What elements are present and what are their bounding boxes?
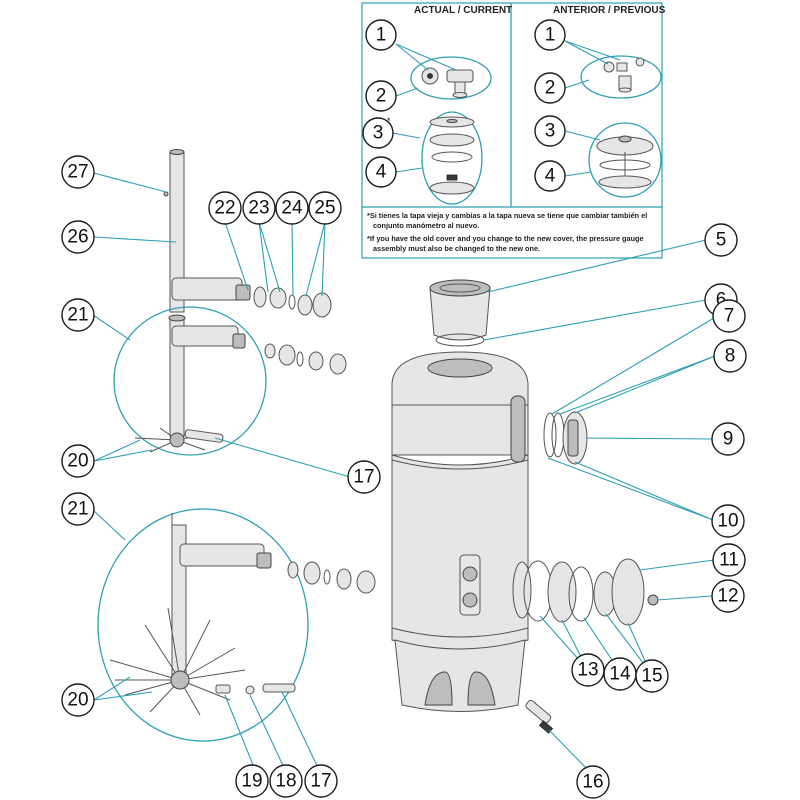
inset-comparison-box: ACTUAL / CURRENT ANTERIOR / PREVIOUS [361, 2, 666, 259]
callout-24: 24 [275, 191, 309, 225]
callout-19: 19 [235, 764, 269, 798]
note-en-line2: assembly must also be changed to the new… [373, 244, 540, 253]
inset-callout-current-2: 2 [365, 80, 397, 112]
callout-7: 7 [712, 299, 746, 333]
svg-text:20: 20 [67, 690, 88, 711]
callout-12: 12 [711, 579, 745, 613]
header-previous: ANTERIOR / PREVIOUS [553, 5, 666, 16]
lower-union-set [287, 561, 376, 594]
svg-text:1: 1 [545, 25, 556, 46]
svg-text:17: 17 [310, 771, 331, 792]
upper-collector [163, 149, 332, 318]
svg-text:22: 22 [214, 198, 235, 219]
callout-20-upper: 20 [61, 444, 95, 478]
svg-text:10: 10 [717, 511, 738, 532]
inset-callout-previous-2: 2 [534, 72, 566, 104]
callout-18: 18 [269, 764, 303, 798]
callout-20-lower: 20 [61, 683, 95, 717]
svg-text:6: 6 [716, 290, 727, 311]
callout-5: 5 [704, 223, 738, 257]
inset-callout-current-4: 4 [365, 156, 397, 188]
svg-text:11: 11 [719, 550, 739, 571]
lateral-assembly-large [97, 508, 309, 742]
svg-text:25: 25 [314, 198, 335, 219]
note-es-line1: *Si tienes la tapa vieja y cambias a la … [367, 211, 647, 220]
lateral-arm-17-upper [184, 429, 224, 443]
callout-10: 10 [711, 504, 745, 538]
callout-23: 23 [242, 191, 276, 225]
svg-text:12: 12 [717, 586, 738, 607]
inset-callout-previous-3: 3 [534, 115, 566, 147]
inset-callout-current-1: 1 [365, 19, 397, 51]
callout-17-upper: 17 [347, 460, 381, 494]
callout-14: 14 [603, 657, 637, 691]
current-cover-assembly [421, 111, 483, 205]
svg-text:*: * [387, 116, 391, 126]
svg-text:2: 2 [545, 78, 556, 99]
callout-15: 15 [635, 659, 669, 693]
drain-plug [525, 699, 554, 734]
callout-17-lower: 17 [304, 764, 338, 798]
svg-text:8: 8 [725, 346, 736, 367]
svg-text:26: 26 [67, 227, 88, 248]
svg-text:23: 23 [248, 198, 269, 219]
callout-25: 25 [308, 191, 342, 225]
inset-frame [361, 2, 663, 259]
note-en-line1: *If you have the old cover and you chang… [367, 234, 644, 243]
svg-text:3: 3 [545, 121, 556, 142]
svg-text:15: 15 [641, 666, 662, 687]
svg-text:13: 13 [577, 660, 598, 681]
svg-text:4: 4 [545, 166, 556, 187]
svg-text:17: 17 [353, 467, 374, 488]
previous-cover-assembly [588, 122, 662, 198]
callout-9: 9 [711, 422, 745, 456]
inset-callout-previous-1: 1 [534, 19, 566, 51]
svg-text:4: 4 [376, 162, 387, 183]
leader-lines [89, 171, 716, 773]
bottom-window-stack [523, 558, 659, 626]
svg-text:5: 5 [716, 230, 727, 251]
callout-11: 11 [712, 543, 746, 577]
svg-text:16: 16 [582, 772, 603, 793]
svg-text:27: 27 [67, 162, 88, 183]
svg-text:24: 24 [281, 198, 303, 219]
svg-text:2: 2 [376, 86, 387, 107]
callout-8: 8 [713, 339, 747, 373]
svg-text:14: 14 [609, 664, 631, 685]
middle-union-set [264, 343, 347, 375]
current-gauge-assembly [410, 56, 492, 100]
callout-27: 27 [61, 155, 95, 189]
callout-26: 26 [61, 220, 95, 254]
svg-text:7: 7 [724, 306, 735, 327]
lateral-spare-parts [215, 683, 296, 695]
callout-21-lower: 21 [61, 492, 95, 526]
inset-callout-previous-4: 4 [534, 160, 566, 192]
inset-callout-current-3: 3* [362, 116, 394, 149]
callout-22: 22 [208, 191, 242, 225]
top-cover-assembly [429, 279, 491, 347]
svg-text:21: 21 [67, 499, 88, 520]
callout-16: 16 [576, 765, 610, 799]
filter-tank [391, 351, 532, 712]
callout-13: 13 [571, 653, 605, 687]
lateral-screen-stack [543, 411, 588, 465]
svg-text:18: 18 [275, 771, 296, 792]
svg-text:1: 1 [376, 25, 387, 46]
svg-text:3: 3 [373, 123, 384, 144]
previous-gauge-assembly [580, 55, 662, 99]
note-es-line2: conjunto manómetro al nuevo. [373, 221, 479, 230]
svg-text:9: 9 [723, 429, 734, 450]
callout-21-upper: 21 [61, 298, 95, 332]
svg-text:19: 19 [241, 771, 262, 792]
header-current: ACTUAL / CURRENT [414, 5, 512, 16]
svg-text:20: 20 [67, 451, 88, 472]
svg-text:21: 21 [67, 305, 88, 326]
